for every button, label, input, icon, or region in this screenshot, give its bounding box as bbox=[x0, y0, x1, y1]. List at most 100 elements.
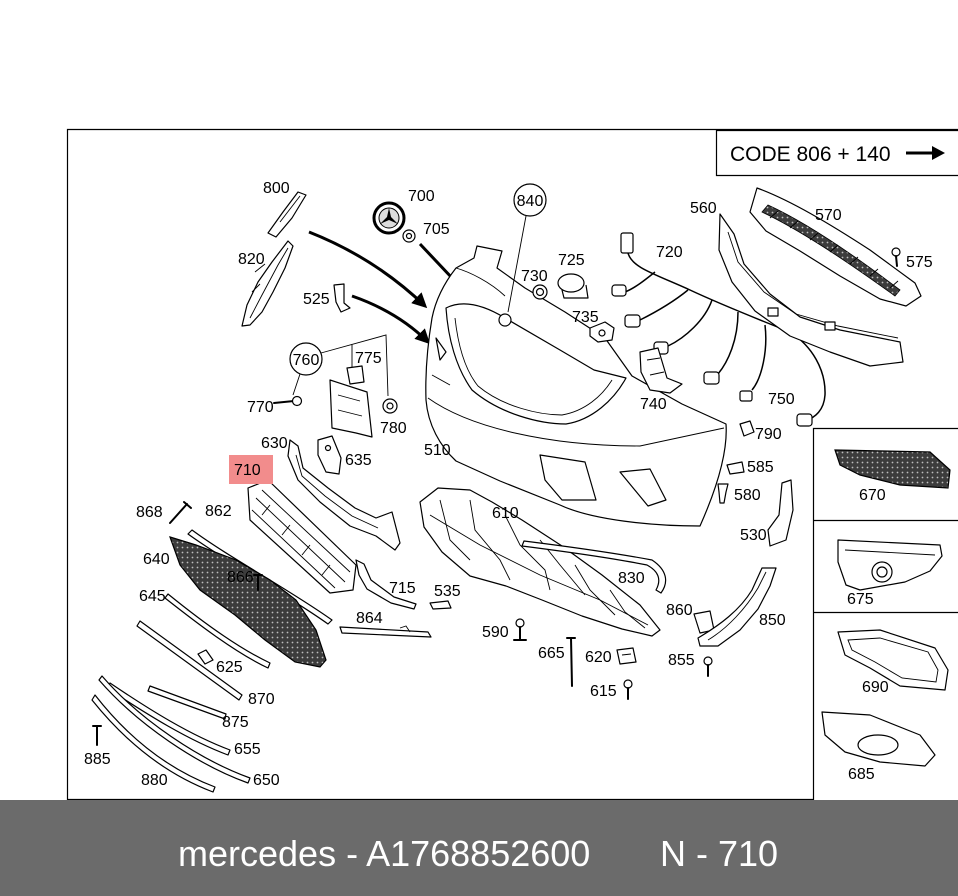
part-864-drawing bbox=[339, 625, 432, 638]
callout-720: 720 bbox=[656, 244, 683, 261]
callout-775: 775 bbox=[355, 350, 382, 367]
callout-530: 530 bbox=[740, 527, 767, 544]
part-868-drawing bbox=[169, 501, 192, 524]
callout-735: 735 bbox=[572, 309, 599, 326]
callout-665: 665 bbox=[538, 645, 565, 662]
callout-820: 820 bbox=[238, 251, 265, 268]
callout-650: 650 bbox=[253, 772, 280, 789]
part-560-drawing bbox=[718, 213, 904, 367]
part-620-drawing bbox=[616, 647, 637, 665]
part-725-drawing bbox=[557, 273, 589, 299]
callout-855: 855 bbox=[668, 652, 695, 669]
callout-870: 870 bbox=[248, 691, 275, 708]
callout-585: 585 bbox=[747, 459, 774, 476]
callout-885: 885 bbox=[84, 751, 111, 768]
part-535-drawing bbox=[429, 600, 452, 610]
inset-labels: 670 675 690 685 bbox=[847, 487, 889, 783]
callout-510: 510 bbox=[424, 442, 451, 459]
callout-535: 535 bbox=[434, 583, 461, 600]
part-580-drawing bbox=[717, 483, 729, 504]
callout-570: 570 bbox=[815, 207, 842, 224]
callout-630: 630 bbox=[261, 435, 288, 452]
inset-690-drawing bbox=[837, 629, 949, 691]
part-855-drawing bbox=[703, 656, 713, 677]
callout-790: 790 bbox=[755, 426, 782, 443]
callout-525: 525 bbox=[303, 291, 330, 308]
part-885-drawing bbox=[92, 725, 102, 746]
part-630-drawing bbox=[287, 439, 401, 551]
part-610-drawing bbox=[419, 487, 661, 637]
callout-850: 850 bbox=[759, 612, 786, 629]
callout-862: 862 bbox=[205, 503, 232, 520]
callout-640: 640 bbox=[143, 551, 170, 568]
callout-740: 740 bbox=[640, 396, 667, 413]
callout-625: 625 bbox=[216, 659, 243, 676]
callout-610: 610 bbox=[492, 505, 519, 522]
callout-645: 645 bbox=[139, 588, 166, 605]
part-780-drawing bbox=[382, 398, 398, 414]
part-740-drawing bbox=[639, 347, 683, 394]
part-790-drawing bbox=[739, 420, 755, 437]
part-715-drawing bbox=[355, 559, 417, 610]
part-750-drawing bbox=[739, 390, 753, 402]
callout-780: 780 bbox=[380, 420, 407, 437]
callout-880: 880 bbox=[141, 772, 168, 789]
part-570-drawing bbox=[749, 187, 922, 307]
inset-670-drawing bbox=[834, 449, 951, 489]
footer-bar: mercedes - A1768852600 N - 710 bbox=[0, 800, 958, 896]
callout-760: 760 bbox=[293, 352, 320, 369]
part-645-drawing bbox=[164, 593, 271, 669]
callout-635: 635 bbox=[345, 452, 372, 469]
part-705-drawing bbox=[402, 229, 416, 243]
part-635-drawing bbox=[317, 435, 342, 475]
callout-830: 830 bbox=[618, 570, 645, 587]
callout-705: 705 bbox=[423, 221, 450, 238]
callout-700: 700 bbox=[408, 188, 435, 205]
callout-560: 560 bbox=[690, 200, 717, 217]
inset-panels bbox=[812, 427, 958, 800]
callout-800: 800 bbox=[263, 180, 290, 197]
inset-callout-670: 670 bbox=[859, 487, 886, 504]
callout-868: 868 bbox=[136, 504, 163, 521]
callout-770: 770 bbox=[247, 399, 274, 416]
callout-725: 725 bbox=[558, 252, 585, 269]
callout-860: 860 bbox=[666, 602, 693, 619]
diagram-frame bbox=[66, 128, 958, 801]
part-615-drawing bbox=[623, 679, 633, 700]
callout-labels: 800 700 705 725 730 720 560 570 575 820 … bbox=[84, 180, 933, 789]
highlight-box bbox=[229, 455, 273, 484]
part-625-drawing bbox=[197, 649, 214, 665]
inset-callout-675: 675 bbox=[847, 591, 874, 608]
callout-590: 590 bbox=[482, 624, 509, 641]
callout-864: 864 bbox=[356, 610, 383, 627]
footer-position-ref: N - 710 bbox=[660, 833, 778, 874]
callout-655: 655 bbox=[234, 741, 261, 758]
callout-575: 575 bbox=[906, 254, 933, 271]
part-585-drawing bbox=[726, 461, 745, 475]
part-866-drawing bbox=[253, 574, 263, 591]
part-525-drawing bbox=[333, 283, 351, 313]
callout-715: 715 bbox=[389, 580, 416, 597]
callout-580: 580 bbox=[734, 487, 761, 504]
callout-866: 866 bbox=[227, 569, 254, 586]
part-820-drawing bbox=[241, 240, 294, 327]
footer-part-number: mercedes - A1768852600 bbox=[178, 833, 590, 874]
star-emblem-icon bbox=[372, 201, 406, 235]
callout-840-group: 840 bbox=[498, 183, 547, 327]
callout-760-group: 760 bbox=[289, 334, 389, 397]
part-850-drawing bbox=[697, 567, 777, 647]
part-800-drawing bbox=[267, 191, 307, 238]
code-box: CODE 806 + 140 bbox=[715, 129, 958, 177]
callout-840: 840 bbox=[517, 193, 544, 210]
callout-620: 620 bbox=[585, 649, 612, 666]
right-arrow-icon bbox=[906, 146, 945, 160]
part-735-drawing bbox=[589, 321, 615, 343]
part-665-drawing bbox=[566, 637, 576, 687]
callout-615: 615 bbox=[590, 683, 617, 700]
part-575-drawing bbox=[891, 247, 901, 267]
part-650-drawing bbox=[98, 675, 251, 784]
callout-875: 875 bbox=[222, 714, 249, 731]
part-875-drawing bbox=[147, 685, 227, 720]
inset-675-drawing bbox=[837, 539, 943, 591]
